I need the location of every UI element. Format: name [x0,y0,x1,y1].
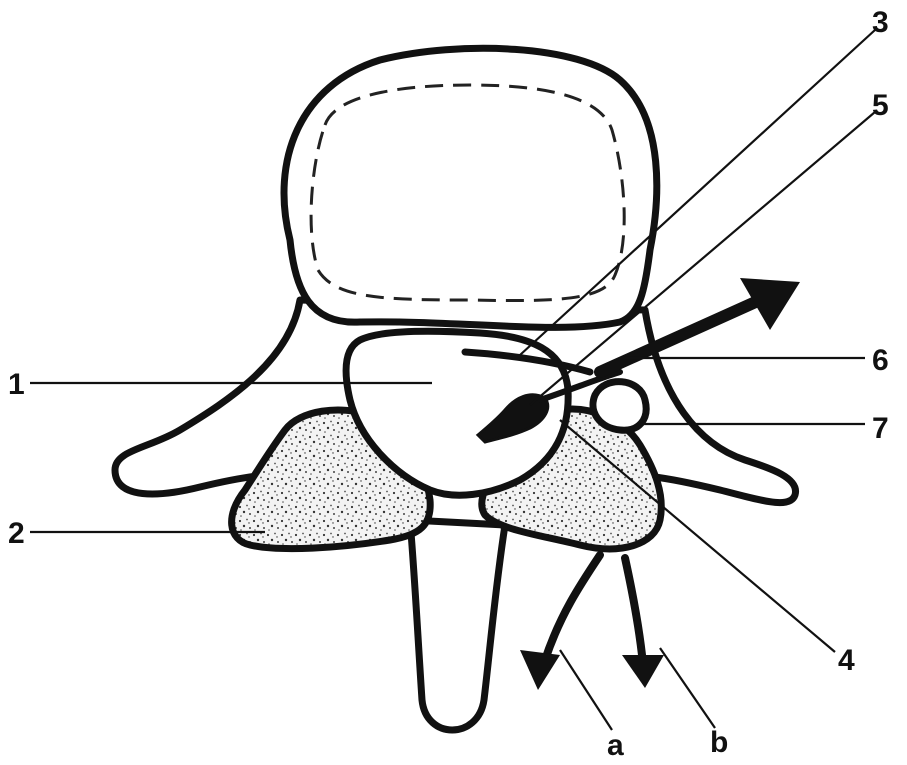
spinous-process [410,520,505,730]
label-2: 2 [8,517,25,550]
leader-b [660,648,715,728]
label-3: 3 [872,6,889,39]
small-round-structure [593,382,646,431]
branch-a-arrowhead [520,650,560,690]
label-4: 4 [838,644,855,677]
label-5: 5 [872,89,889,122]
label-1: 1 [8,368,25,401]
branch-b-arrowhead [622,655,664,688]
vertebral-body [284,48,657,327]
label-a: a [607,729,624,760]
label-7: 7 [872,412,889,445]
label-b: b [710,726,728,759]
label-6: 6 [872,344,889,377]
leader-a [560,650,612,730]
branch-b-line [625,558,642,655]
branch-a-line [545,555,600,660]
